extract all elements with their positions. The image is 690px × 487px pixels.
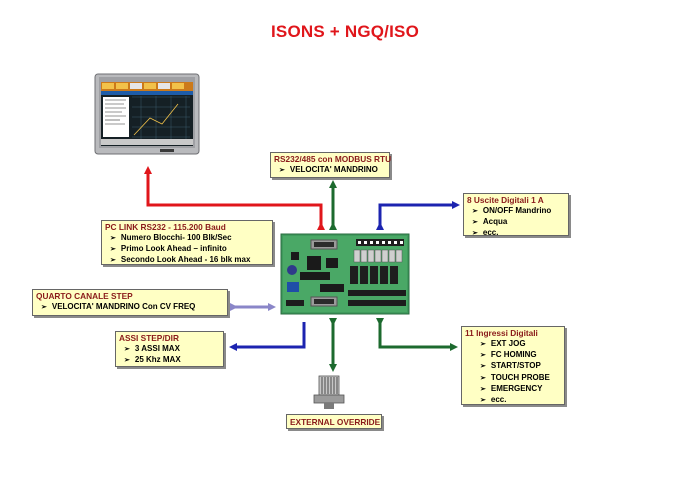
list-item: ecc.: [472, 228, 568, 239]
list-item: 25 Khz MAX: [124, 355, 223, 366]
list-item: FC HOMING: [480, 350, 564, 361]
controller-board-icon: [280, 233, 410, 315]
list-item: 3 ASSI MAX: [124, 344, 223, 355]
uscite-arrow: [376, 201, 460, 230]
quarto-canale-box: QUARTO CANALE STEP VELOCITA' MANDRINO Co…: [32, 289, 228, 316]
list-item: EXT JOG: [480, 339, 564, 350]
ingressi-digitali-title: 11 Ingressi Digitali: [465, 328, 538, 338]
assi-step-dir-box: ASSI STEP/DIR 3 ASSI MAX 25 Khz MAX: [115, 331, 224, 367]
assi-step-dir-items: 3 ASSI MAX 25 Khz MAX: [116, 344, 223, 366]
pc-link-box: PC LINK RS232 - 115.200 Baud Numero Bloc…: [101, 220, 273, 265]
assi-step-dir-title: ASSI STEP/DIR: [119, 333, 179, 343]
list-item: ecc.: [480, 395, 564, 406]
list-item: EMERGENCY: [480, 384, 564, 395]
external-override-title: EXTERNAL OVERRIDE: [290, 417, 381, 427]
list-item: VELOCITA' MANDRINO Con CV FREQ: [41, 302, 227, 313]
list-item: Numero Blocchi- 100 Blk/Sec: [110, 233, 272, 244]
list-item: START/STOP: [480, 361, 564, 372]
pc-link-title: PC LINK RS232 - 115.200 Baud: [105, 222, 226, 232]
list-item: TOUCH PROBE: [480, 373, 564, 384]
ingressi-digitali-box: 11 Ingressi Digitali EXT JOG FC HOMING S…: [461, 326, 565, 405]
list-item: Acqua: [472, 217, 568, 228]
list-item: ON/OFF Mandrino: [472, 206, 568, 217]
quarto-canale-title: QUARTO CANALE STEP: [36, 291, 133, 301]
pc-link-arrow: [144, 166, 325, 230]
assi-arrow: [229, 322, 306, 351]
list-item: VELOCITA' MANDRINO: [279, 165, 389, 176]
override-potentiometer-icon: [313, 375, 345, 409]
uscite-digitali-box: 8 Uscite Digitali 1 A ON/OFF Mandrino Ac…: [463, 193, 569, 237]
uscite-digitali-items: ON/OFF Mandrino Acqua ecc.: [464, 206, 568, 240]
pc-link-items: Numero Blocchi- 100 Blk/Sec Primo Look A…: [102, 233, 272, 267]
list-item: Secondo Look Ahead - 16 blk max: [110, 255, 272, 266]
uscite-digitali-title: 8 Uscite Digitali 1 A: [467, 195, 544, 205]
ingressi-arrow: [376, 318, 458, 351]
rs232-485-title: RS232/485 con MODBUS RTU: [274, 154, 392, 164]
external-override-box: EXTERNAL OVERRIDE: [286, 414, 382, 429]
quarto-canale-items: VELOCITA' MANDRINO Con CV FREQ: [33, 302, 227, 313]
rs232-485-items: VELOCITA' MANDRINO: [271, 165, 389, 176]
touchscreen-monitor-icon: [94, 73, 200, 155]
rs232-485-box: RS232/485 con MODBUS RTU VELOCITA' MANDR…: [270, 152, 392, 178]
page-title: ISONS + NGQ/ISO: [270, 22, 419, 41]
ingressi-digitali-items: EXT JOG FC HOMING START/STOP TOUCH PROBE…: [462, 339, 564, 406]
list-item: Primo Look Ahead – infinito: [110, 244, 272, 255]
